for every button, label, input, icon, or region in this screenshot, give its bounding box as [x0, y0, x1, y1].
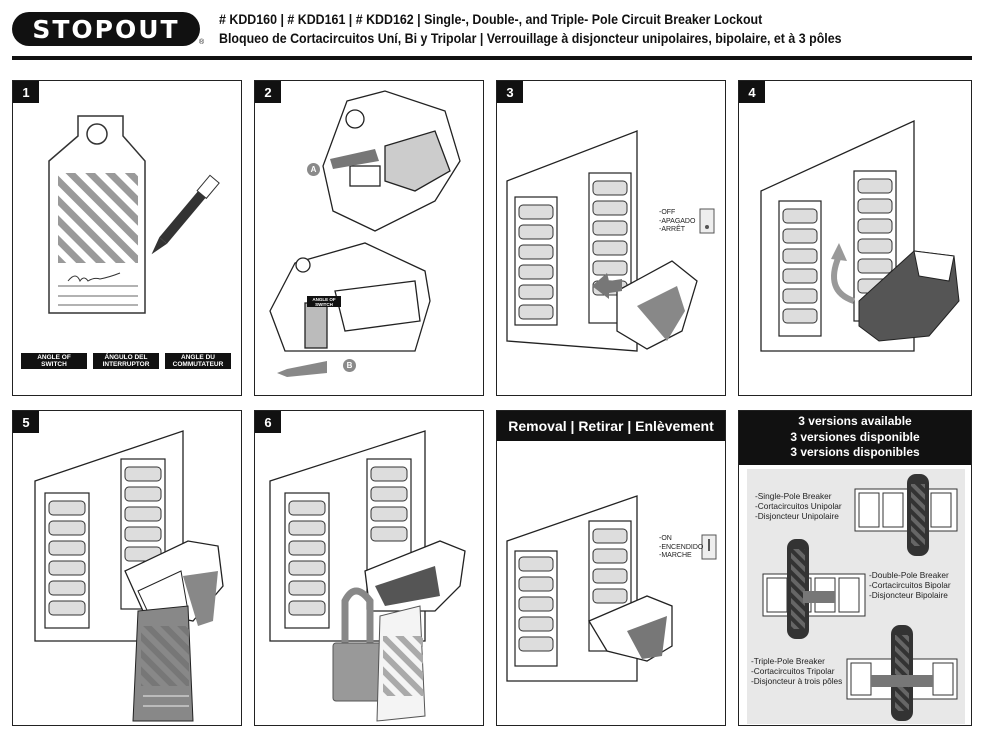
breaker-panel-illustration [506, 495, 717, 682]
step-number: 2 [255, 81, 281, 103]
step-number: 6 [255, 411, 281, 433]
page-title: # KDD160 | # KDD161 | # KDD162 | Single-… [219, 12, 763, 27]
removal-panel: Removal | Retirar | Enlèvement -ON -ENCE… [496, 410, 726, 726]
versions-illustration [762, 474, 958, 721]
step-3-panel: 3 -OFF -APAGADO -ARRÊT [496, 80, 726, 396]
stopout-logo: STOPOUT [12, 12, 200, 46]
brand-name: STOPOUT [32, 14, 180, 44]
marker-a: A [307, 163, 320, 176]
single-pole-text: -Single-Pole Breaker -Cortacircuitos Uni… [755, 491, 842, 521]
switch-state-off: -OFF -APAGADO -ARRÊT [659, 209, 696, 233]
header-rule [12, 56, 972, 60]
step-4-panel: 4 [738, 80, 972, 396]
versions-panel: 3 versions available 3 versiones disponi… [738, 410, 972, 726]
registered-mark: ® [199, 39, 205, 46]
double-pole-text: -Double-Pole Breaker -Cortacircuitos Bip… [869, 570, 951, 600]
padlock-attached-illustration [269, 430, 466, 722]
step-number: 3 [497, 81, 523, 103]
versions-body [747, 469, 965, 724]
step-5-panel: 5 [12, 410, 242, 726]
triple-pole-text: -Triple-Pole Breaker -Cortacircuitos Tri… [751, 656, 843, 686]
tag-attached-illustration [34, 430, 224, 722]
versions-heading: 3 versions available 3 versiones disponi… [739, 411, 971, 465]
step-number: 1 [13, 81, 39, 103]
lockout-tag-illustration [48, 115, 220, 314]
device-assembly-illustration [269, 90, 461, 377]
switch-state-on: -ON -ENCENDIDO -MARCHE [659, 535, 704, 559]
breaker-panel-illustration [760, 119, 960, 352]
marker-b: B [343, 359, 356, 372]
step-number: 5 [13, 411, 39, 433]
removal-heading: Removal | Retirar | Enlèvement [497, 411, 725, 441]
breaker-panel-illustration [506, 130, 715, 352]
step-6-panel: 6 [254, 410, 484, 726]
page-subtitle: Bloqueo de Cortacircuitos Uní, Bi y Trip… [219, 31, 842, 46]
step-number: 4 [739, 81, 765, 103]
